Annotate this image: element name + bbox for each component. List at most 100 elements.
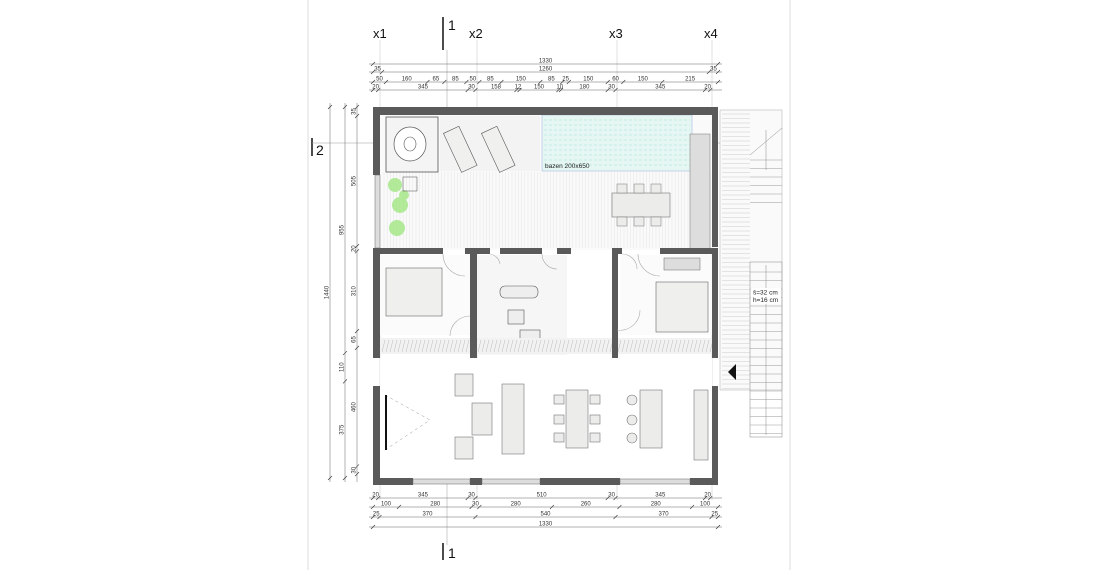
dimension-tick [442,79,447,85]
dimension-tick [354,328,360,334]
dimension-value: 1330 [539,59,553,65]
door-swings [442,253,661,337]
stair-riser-label: h=16 cm [753,297,778,304]
dimension-value: 955 [340,224,346,235]
dimension-tick [715,61,721,67]
dimension-tick [617,504,622,510]
dimension-tick [708,87,713,93]
dimension-value: 280 [651,502,662,508]
svg-text:1: 1 [448,545,456,561]
dimension-tick [354,464,360,469]
dimension-tick [708,495,713,501]
dimension-value: 65 [433,77,440,83]
dimension-value: 20 [372,85,379,91]
dimension-tick [613,495,618,501]
dimension-value: 540 [540,512,551,518]
dimension-value: 370 [659,512,670,518]
dimension-value: 150 [516,77,527,83]
bed-left [385,267,443,317]
dimension-tick [370,524,376,530]
dimension-value: 215 [685,77,696,83]
dimension-tick [715,524,721,530]
dimension-value: 50 [376,77,383,83]
living-furniture [454,373,709,461]
hot-tub-basin [393,126,427,162]
dimension-value: 160 [402,77,413,83]
section-mark-2-left: 2 [311,138,373,158]
folding-door-swing [384,394,431,451]
dimension-value: 20 [704,493,711,499]
dimension-value: 35 [710,67,717,73]
dimension-tick [354,104,360,110]
dimension-tick [549,504,555,510]
dimension-tick [709,514,714,520]
dimension-value: 25 [562,77,569,83]
dimension-value: 505 [352,175,358,186]
dimension-value: 1440 [325,285,331,299]
dimension-tick [327,475,333,481]
dimension-tick [465,495,470,501]
hot-tub-seat [403,136,417,152]
dimension-tick [354,243,360,249]
wardrobe [663,257,701,271]
sink [507,309,525,325]
dimension-tick [715,69,721,75]
dimension-tick [354,345,360,351]
dimension-value: 260 [581,502,592,508]
dimension-tick [377,514,382,520]
dimension-tick [465,87,470,93]
dimension-value: 460 [352,401,358,412]
dimension-value: 30 [472,502,479,508]
dimension-tick [473,495,478,501]
axis-label-x2: x2 [469,26,483,41]
outdoor-dining-table [611,192,671,218]
dimension-value: 310 [352,286,358,297]
dimension-tick [473,87,478,93]
dimension-tick [556,87,561,93]
dimension-tick [383,79,389,85]
section-mark-1-top: 1 [442,17,456,110]
dimension-tick [473,514,478,520]
dimension-tick [370,514,376,520]
dimension-value: 65 [352,336,358,343]
windows [374,174,691,485]
dimension-value: 158 [491,85,502,91]
dimension-tick [354,249,360,254]
dimension-value: 30 [468,85,475,91]
dimension-tick [375,495,381,501]
dimension-tick [354,113,360,119]
dimension-value: 20 [704,85,711,91]
dimension-value: 25 [711,512,718,518]
plant-icon [388,178,409,236]
dimension-tick [327,104,333,110]
dimension-value: 20 [352,245,358,252]
dimension-tick [514,87,519,93]
dimension-tick [477,79,482,85]
dimension-value: 180 [579,85,590,91]
dimension-value: 25 [373,512,380,518]
dimension-value: 375 [340,424,346,435]
dimension-value: 345 [418,85,429,91]
sun-lounger [481,125,516,173]
dimension-value: 30 [608,493,615,499]
dimension-value: 100 [381,502,392,508]
dimension-tick [396,504,402,510]
dimension-value: 280 [430,502,441,508]
planter [402,176,418,192]
dimension-tick [370,61,376,67]
dimension-tick [477,504,482,510]
dimension-value: 345 [418,493,429,499]
dimension-value: 35 [374,67,381,73]
dimension-tick [499,79,504,85]
outdoor-chairs [616,183,662,227]
dimension-value: 85 [487,77,494,83]
dimension-tick [702,87,708,93]
dimension-tick [370,504,376,510]
axis-label-x3: x3 [609,26,623,41]
dimension-value: 345 [655,85,666,91]
dimension-value: 20 [372,493,379,499]
dimension-value: 12 [515,85,522,91]
dimension-tick [342,104,348,110]
dimension-tick [469,504,474,510]
